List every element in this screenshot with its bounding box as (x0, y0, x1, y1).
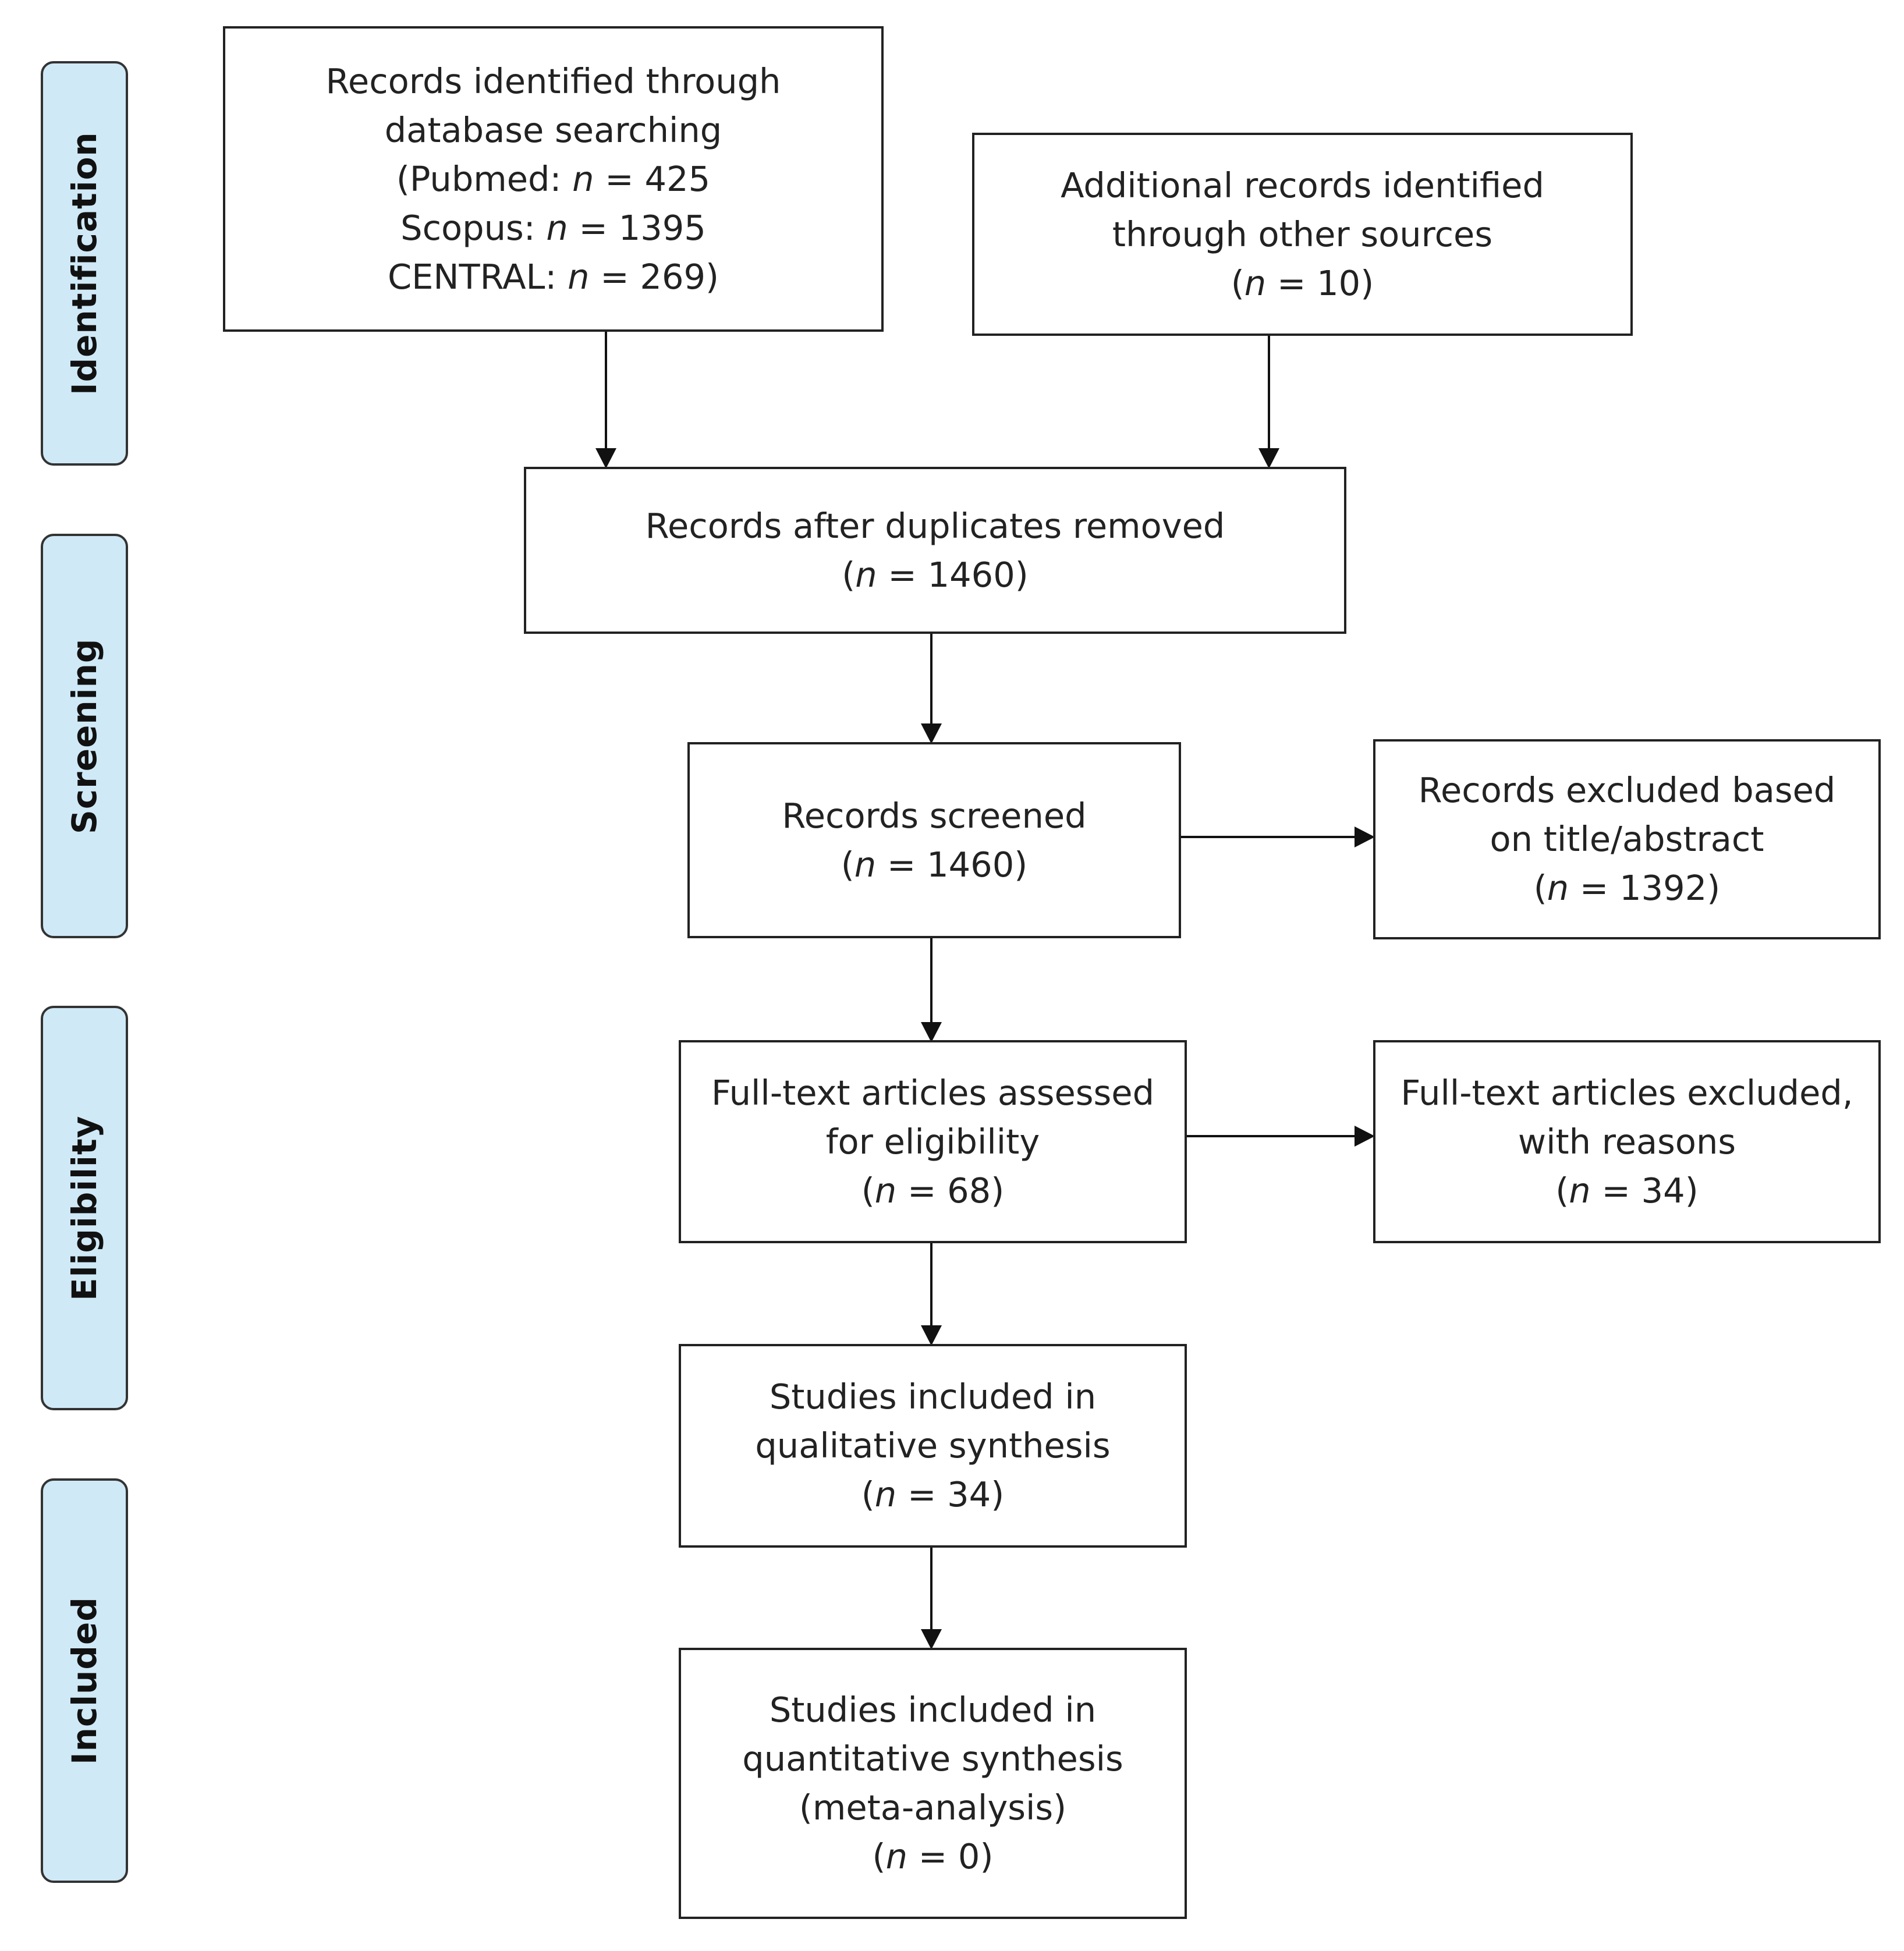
fulltext-excluded-count: (n = 34) (1555, 1170, 1699, 1211)
qualitative-line1: Studies included in (769, 1377, 1097, 1417)
box-qualitative-synthesis: Studies included in qualitative synthesi… (679, 1344, 1187, 1548)
arrowhead-screened-to-excluded (1355, 826, 1375, 847)
excluded-title-line2: on title/abstract (1490, 819, 1764, 859)
db-line1: Records identified through (325, 61, 781, 101)
quantitative-count: (n = 0) (872, 1836, 994, 1876)
dedup-count: (n = 1460) (842, 554, 1029, 595)
screened-line1: Records screened (782, 795, 1087, 836)
excluded-title-line1: Records excluded based (1418, 770, 1836, 810)
other-count: (n = 10) (1231, 263, 1374, 303)
box-fulltext-assessed: Full-text articles assessed for eligibil… (679, 1040, 1187, 1243)
fulltext-excluded-line1: Full-text articles excluded, (1400, 1072, 1853, 1113)
other-line2: through other sources (1112, 214, 1493, 254)
fulltext-excluded-line2: with reasons (1517, 1121, 1736, 1162)
box-quantitative-synthesis: Studies included in quantitative synthes… (679, 1648, 1187, 1919)
quantitative-line3: (meta-analysis) (799, 1787, 1067, 1828)
fulltext-line2: for eligibility (825, 1121, 1040, 1162)
arrowhead-fulltext-to-qualitative (921, 1325, 942, 1346)
quantitative-line1: Studies included in (769, 1690, 1097, 1730)
box-after-duplicates: Records after duplicates removed (n = 14… (524, 467, 1346, 634)
db-line2: database searching (384, 109, 722, 150)
box-other-sources: Additional records identified through ot… (972, 133, 1633, 336)
arrowhead-dedup-to-screened (921, 723, 942, 744)
fulltext-count: (n = 68) (861, 1170, 1005, 1211)
box-fulltext-excluded: Full-text articles excluded, with reason… (1373, 1040, 1881, 1243)
qualitative-line2: qualitative synthesis (755, 1425, 1111, 1466)
screened-count: (n = 1460) (841, 844, 1028, 885)
db-pubmed-count: (Pubmed: n = 425 (396, 158, 711, 199)
db-scopus-count: Scopus: n = 1395 (400, 207, 706, 248)
box-excluded-title-abstract: Records excluded based on title/abstract… (1373, 739, 1881, 939)
fulltext-line1: Full-text articles assessed (711, 1072, 1155, 1113)
arrowhead-fulltext-to-excluded (1355, 1126, 1375, 1147)
box-records-screened: Records screened (n = 1460) (687, 742, 1181, 938)
arrowhead-qualitative-to-quantitative (921, 1629, 942, 1650)
dedup-line1: Records after duplicates removed (645, 505, 1225, 546)
excluded-title-count: (n = 1392) (1533, 868, 1721, 908)
arrowhead-screened-to-fulltext (921, 1022, 942, 1042)
box-database-search: Records identified through database sear… (223, 26, 884, 332)
quantitative-line2: quantitative synthesis (742, 1739, 1123, 1779)
arrowhead-db-to-dedup (595, 448, 616, 469)
other-line1: Additional records identified (1061, 165, 1544, 205)
arrowhead-other-to-dedup (1258, 448, 1279, 469)
qualitative-count: (n = 34) (861, 1474, 1005, 1514)
db-central-count: CENTRAL: n = 269) (387, 256, 719, 297)
